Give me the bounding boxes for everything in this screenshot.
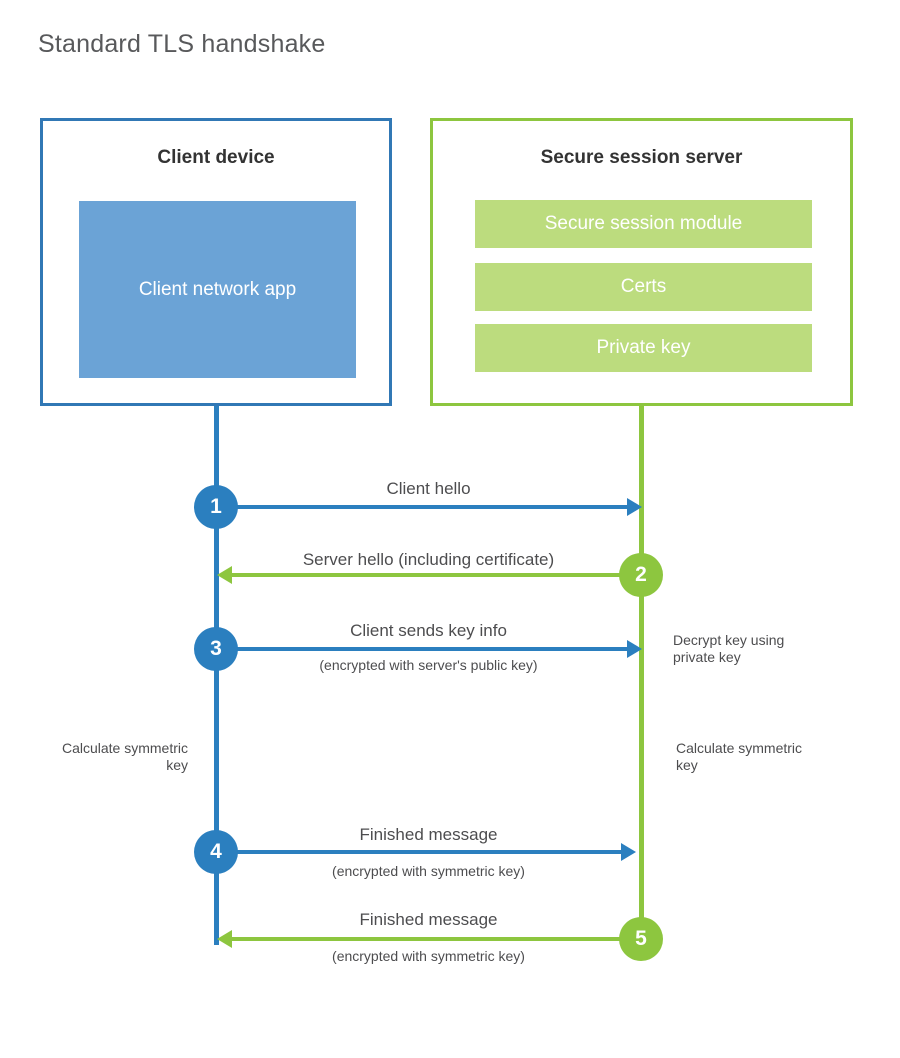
step-4-label: Finished message [359, 825, 498, 844]
client-device-box: Client device Client network app [40, 118, 392, 406]
step-2-circle[interactable]: 2 [619, 553, 663, 597]
step-1-arrow-line [216, 505, 633, 509]
secure-session-server-box: Secure session server Secure session mod… [430, 118, 853, 406]
client-network-app-block: Client network app [79, 201, 356, 378]
step-2-arrow-head [217, 566, 232, 584]
step-1-arrow-head [627, 498, 642, 516]
step-5-arrow-line [232, 937, 641, 941]
client-device-title: Client device [157, 147, 275, 168]
step-2-arrow-line [232, 573, 641, 577]
annotation-server-calculate-symmetric-key: Calculate symmetric key [676, 740, 803, 773]
server-lifeline [639, 406, 644, 942]
server-component-private-key: Private key [475, 324, 812, 372]
annotation-client-calculate-symmetric-key: Calculate symmetric key [61, 740, 188, 773]
step-5-label: Finished message [359, 910, 498, 929]
step-3-circle[interactable]: 3 [194, 627, 238, 671]
step-5-arrow-head [217, 930, 232, 948]
annotation-server-decrypt-key: Decrypt key using private key [673, 632, 785, 665]
step-4-sublabel: (encrypted with symmetric key) [332, 863, 525, 879]
step-4-arrow-line [216, 850, 624, 854]
server-component-secure-session-module: Secure session module [475, 200, 812, 248]
step-4-arrow-head [621, 843, 636, 861]
step-3-sublabel: (encrypted with server's public key) [319, 657, 538, 673]
step-4-circle[interactable]: 4 [194, 830, 238, 874]
step-1-label: Client hello [386, 479, 471, 498]
server-component-certs: Certs [475, 263, 812, 311]
step-3-arrow-head [627, 640, 642, 658]
page-title: Standard TLS handshake [38, 30, 326, 58]
step-3-label: Client sends key info [350, 621, 507, 640]
step-5-circle[interactable]: 5 [619, 917, 663, 961]
step-1-circle[interactable]: 1 [194, 485, 238, 529]
step-3-arrow-line [216, 647, 633, 651]
step-2-label: Server hello (including certificate) [302, 550, 555, 569]
step-5-sublabel: (encrypted with symmetric key) [332, 948, 525, 964]
secure-session-server-title: Secure session server [540, 147, 743, 168]
client-lifeline [214, 406, 219, 945]
